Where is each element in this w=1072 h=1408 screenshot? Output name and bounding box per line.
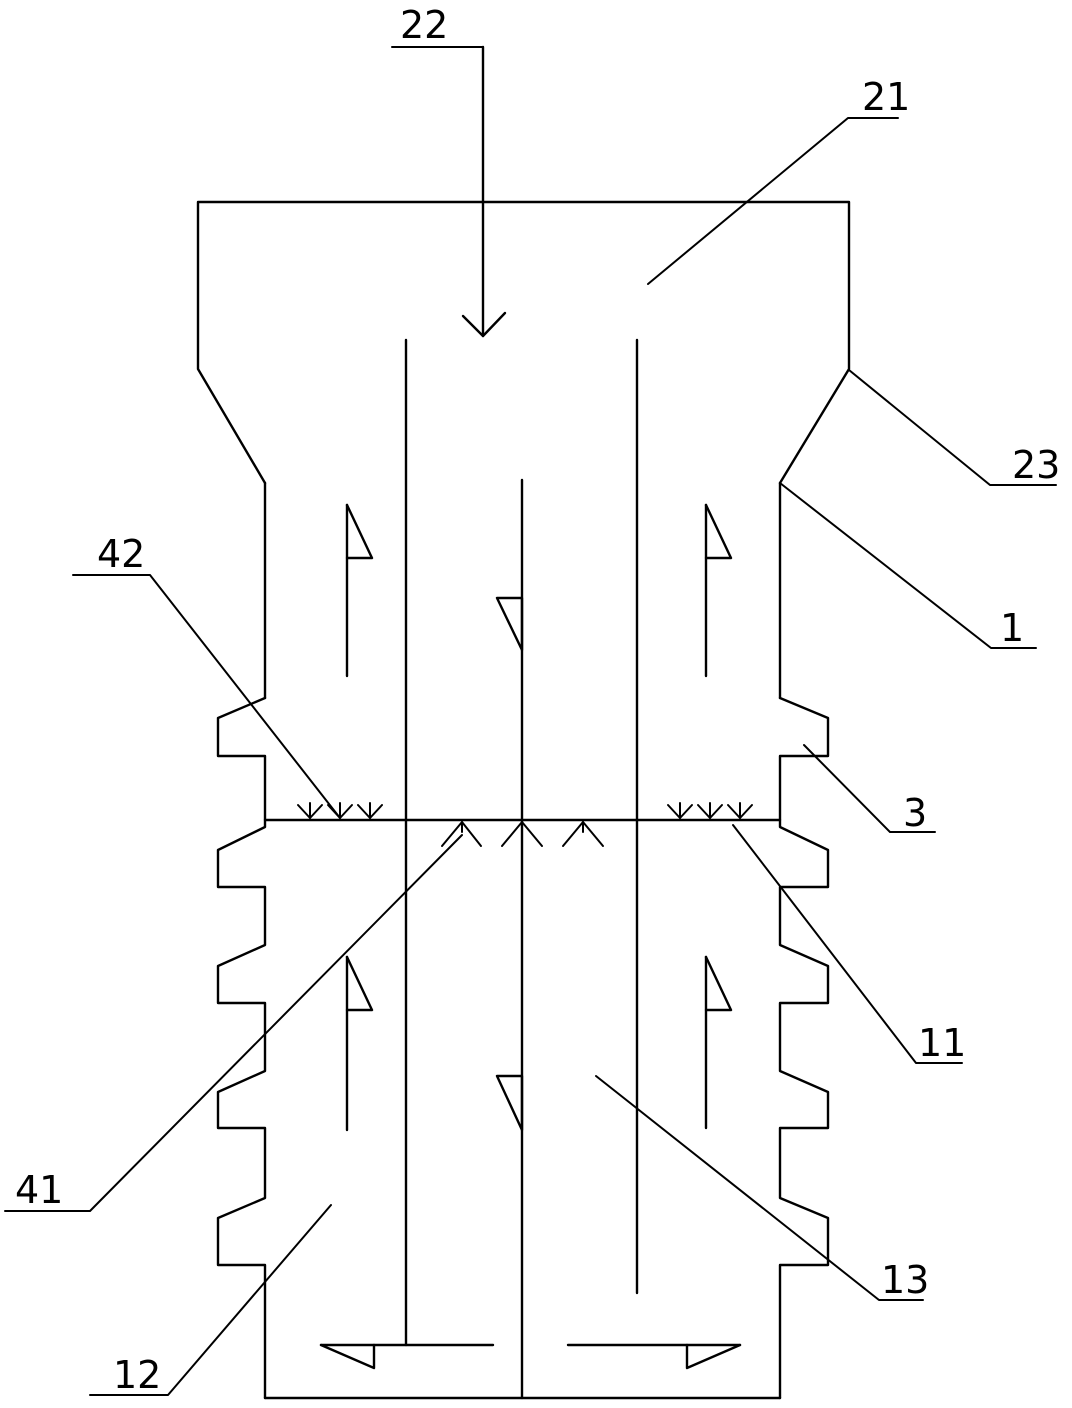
impeller-blades <box>319 1343 742 1370</box>
vessel-right-fin-wall <box>778 696 830 1400</box>
up-arrows-center <box>441 821 604 847</box>
vessel-left-fin-wall <box>216 696 267 1400</box>
label-3: 3 <box>903 791 927 835</box>
label-1: 1 <box>1000 606 1024 650</box>
flow-down-flag-lower-center <box>495 1074 524 1132</box>
inlet-arrow <box>461 45 507 338</box>
reference-labels: 22 21 23 1 42 3 11 41 13 12 <box>15 3 1060 1397</box>
flow-down-flag-upper-center <box>495 596 524 652</box>
down-arrows-right <box>667 802 753 819</box>
flow-up-flag-lower-left <box>345 955 374 1132</box>
label-42: 42 <box>97 532 145 576</box>
flow-up-flag-lower-right <box>704 955 733 1130</box>
label-23: 23 <box>1012 443 1060 487</box>
internal-tubes <box>263 338 782 1400</box>
label-21: 21 <box>862 75 910 119</box>
vessel-outline <box>196 200 851 1400</box>
label-22: 22 <box>400 3 448 47</box>
flow-up-flag-upper-right <box>704 503 733 678</box>
down-arrows-left <box>297 802 383 819</box>
label-12: 12 <box>113 1353 161 1397</box>
leader-lines <box>4 46 1057 1396</box>
flow-up-flag-upper-left <box>345 503 374 678</box>
label-13: 13 <box>881 1258 929 1302</box>
flow-flags <box>345 503 733 1132</box>
label-41: 41 <box>15 1168 63 1212</box>
label-11: 11 <box>918 1021 966 1065</box>
vessel-top-left-wall <box>196 200 851 485</box>
